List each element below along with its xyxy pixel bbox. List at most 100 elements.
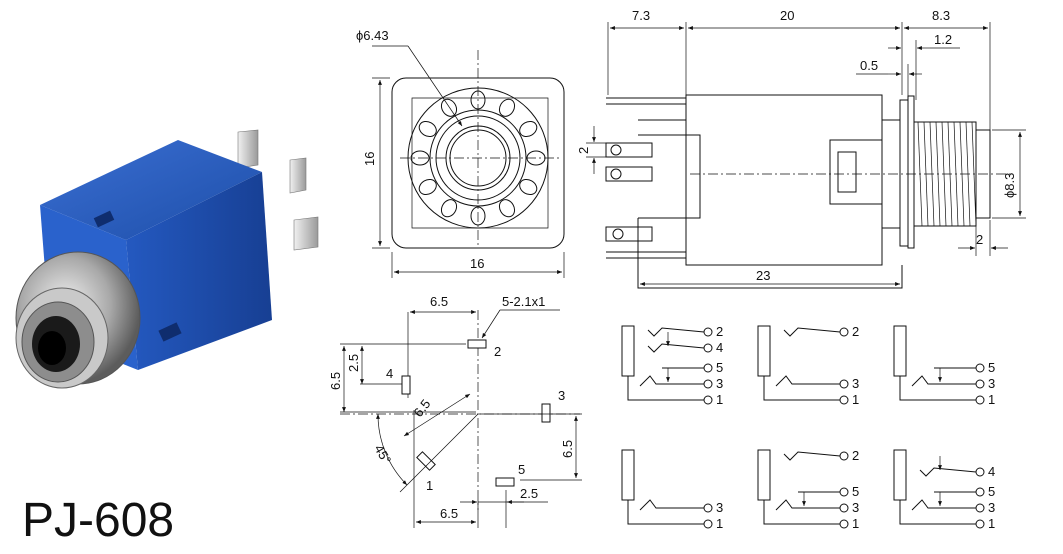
side-dim-23: 23 <box>756 268 770 283</box>
schematic-diagram: 4 531 <box>893 449 995 531</box>
terminal-label: 4 <box>988 464 995 479</box>
jack-sleeve-symbol <box>893 449 907 501</box>
gear-tooth <box>498 199 516 218</box>
contact-wire <box>911 499 976 511</box>
terminal-circle <box>975 519 985 529</box>
terminal-label: 3 <box>716 376 723 391</box>
front-height-label: 16 <box>362 152 377 166</box>
contact-wire <box>911 375 976 387</box>
pcb-footprint: 6.5 5-2.1x1 2 4 2.5 6.5 3 6.5 1 45° <box>328 294 582 528</box>
thread-line <box>917 121 923 227</box>
gear-tooth <box>440 199 458 218</box>
terminal-circle <box>839 379 849 389</box>
sleeve-wire <box>763 500 840 525</box>
contact-wire <box>647 327 705 337</box>
gear-tooth <box>410 150 430 166</box>
terminal-label: 1 <box>988 516 995 531</box>
side-dim-0.5: 0.5 <box>860 58 878 73</box>
housing-side-face <box>126 172 272 370</box>
sleeve-wire <box>627 376 704 401</box>
contact-wire <box>639 499 704 511</box>
jack-sleeve-symbol <box>621 449 635 501</box>
gear-tooth <box>519 178 538 196</box>
side-body <box>685 94 883 266</box>
terminal-circle <box>703 363 713 373</box>
housing-slot <box>93 210 115 228</box>
schematic-diagram: 531 <box>893 325 995 407</box>
terminal-label: 3 <box>988 500 995 515</box>
thread-line <box>971 121 977 227</box>
terminal-circle <box>703 327 713 337</box>
bore-shadow <box>38 331 66 365</box>
pin-tab <box>293 216 319 251</box>
terminal-label: 2 <box>852 448 859 463</box>
terminal-circle <box>839 327 849 337</box>
terminal-circle <box>975 503 985 513</box>
fp-right-6.5: 6.5 <box>560 440 575 458</box>
gear-tooth <box>418 120 437 138</box>
fp-left-2.5: 2.5 <box>346 354 361 372</box>
side-dim-7.3: 7.3 <box>632 8 650 23</box>
terminal-label: 1 <box>988 392 995 407</box>
terminal-label: 1 <box>852 392 859 407</box>
pad-label-2: 2 <box>494 344 501 359</box>
gear-tooth <box>418 178 437 196</box>
side-dim-2-right: 2 <box>976 232 983 247</box>
pad-label-3: 3 <box>558 388 565 403</box>
side-thread-diameter: ϕ8.3 <box>1002 173 1017 198</box>
fp-top-width: 6.5 <box>430 294 448 309</box>
thread-line <box>941 121 947 227</box>
jack-sleeve-symbol <box>621 325 635 377</box>
front-view: ϕ6.43 16 16 <box>356 28 565 278</box>
jack-sleeve-symbol <box>757 449 771 501</box>
gear-tooth <box>498 98 516 117</box>
terminal-label: 1 <box>852 516 859 531</box>
fp-bottom-6.5: 6.5 <box>440 506 458 521</box>
thread-line <box>965 121 971 227</box>
sleeve-wire <box>627 500 704 525</box>
terminal-circle <box>839 503 849 513</box>
terminal-circle <box>839 487 849 497</box>
terminal-circle <box>703 379 713 389</box>
side-dim-2-left: 2 <box>576 147 591 154</box>
thread-line <box>929 121 935 227</box>
terminal-circle <box>703 503 713 513</box>
terminal-circle <box>839 519 849 529</box>
product-photo <box>15 129 319 389</box>
thread-line <box>923 121 929 227</box>
gear-tooth <box>519 120 538 138</box>
contact-wire <box>775 375 840 387</box>
terminal-label: 5 <box>716 360 723 375</box>
side-view: 7.3 20 8.3 1.2 0.5 <box>576 8 1026 289</box>
contact-wire <box>775 499 840 511</box>
terminal-label: 2 <box>716 324 723 339</box>
fp-bottom-2.5: 2.5 <box>520 486 538 501</box>
terminal-label: 5 <box>988 484 995 499</box>
jack-sleeve-symbol <box>893 325 907 377</box>
terminal-circle <box>975 395 985 405</box>
terminal-circle <box>975 379 985 389</box>
terminal-label: 1 <box>716 392 723 407</box>
terminal-label: 3 <box>988 376 995 391</box>
model-title: PJ-608 <box>22 494 174 547</box>
schematic-diagram: 231 <box>757 324 859 407</box>
contact-wire <box>639 375 704 387</box>
terminal-label: 5 <box>852 484 859 499</box>
terminal-circle <box>703 395 713 405</box>
terminal-label: 1 <box>716 516 723 531</box>
pad-label-1: 1 <box>426 478 433 493</box>
terminal-circle <box>703 519 713 529</box>
contact-wire <box>647 343 705 353</box>
contact-wire <box>919 467 977 477</box>
side-dim-1.2: 1.2 <box>934 32 952 47</box>
terminal-label: 3 <box>716 500 723 515</box>
thread-line <box>947 121 953 227</box>
terminal-circle <box>975 467 985 477</box>
terminal-circle <box>839 451 849 461</box>
fp-hole-spec: 5-2.1x1 <box>502 294 545 309</box>
terminal-circle <box>703 343 713 353</box>
sleeve-wire <box>899 376 976 401</box>
jack-sleeve-symbol <box>757 325 771 377</box>
terminal-label: 5 <box>988 360 995 375</box>
